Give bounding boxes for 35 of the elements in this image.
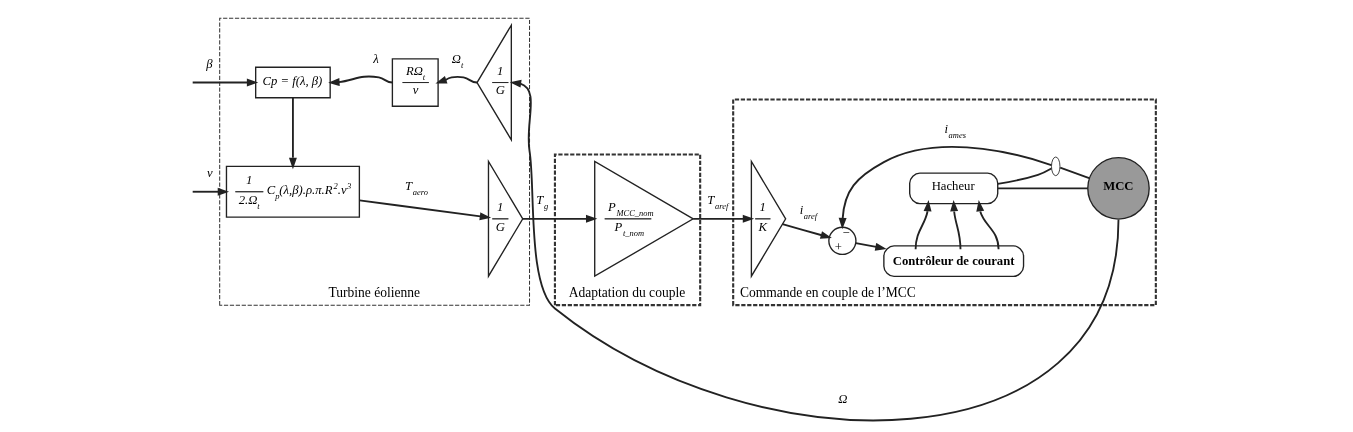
connector (1058, 166, 1090, 180)
edge-label: i$_{aref}$ (799, 203, 817, 222)
node-box: RΩ$_{t}$ v (391, 58, 439, 107)
edge-label: λ (372, 51, 379, 66)
arrow (434, 75, 478, 84)
arrow (288, 96, 297, 170)
node-circle: − + (827, 226, 857, 256)
connector (996, 187, 1089, 190)
arrow (691, 214, 754, 223)
arrow (949, 199, 961, 251)
arrow (358, 199, 491, 221)
arrow (191, 187, 229, 196)
arrow (521, 214, 597, 223)
node-circle (1050, 156, 1060, 177)
edge-label: T$_{aero}$ (404, 178, 428, 197)
edge-label: Ω$_{t}$ (451, 51, 463, 70)
arrow (914, 199, 931, 251)
edge-label: i$_{ames}$ (943, 121, 966, 140)
arrow (327, 75, 393, 87)
edge-label: T$_{g}$ (535, 193, 548, 212)
edge-label: T$_{aref}$ (706, 193, 728, 212)
arrow (191, 78, 258, 87)
arrow (509, 79, 1119, 421)
node-box: Contrôleur de courant (882, 245, 1024, 278)
node-box: Cp = f(λ, β) (254, 66, 331, 99)
edge-label: β (205, 56, 212, 71)
arrow (781, 223, 832, 239)
connector (996, 167, 1052, 185)
edge-label: Ω (837, 391, 847, 406)
arrow (854, 242, 887, 251)
arrow (838, 146, 1052, 230)
arrow (975, 199, 999, 251)
edge-label: v (206, 165, 213, 180)
node-circle: MCC (1086, 156, 1150, 220)
node-box: Hacheur (908, 172, 998, 205)
